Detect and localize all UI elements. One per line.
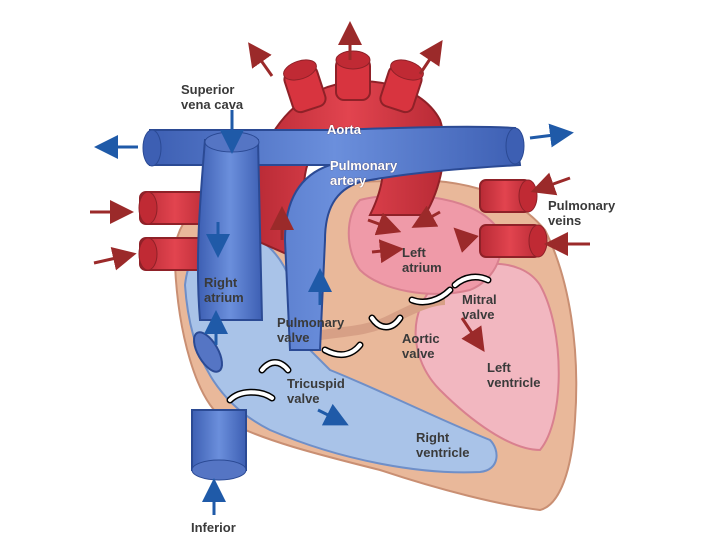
pulmonary-artery-vessel xyxy=(149,125,522,351)
label-right-ventricle: Right ventricle xyxy=(416,430,470,460)
arrows-oxygenated xyxy=(90,21,590,352)
label-mitral-valve: Mitral valve xyxy=(462,292,497,322)
valves xyxy=(226,273,492,404)
label-tricuspid-valve: Tricuspid valve xyxy=(287,376,345,406)
pulmonary-veins-left xyxy=(138,191,211,271)
label-left-ventricle: Left ventricle xyxy=(487,360,541,390)
label-left-atrium: Left atrium xyxy=(402,245,442,275)
label-superior-vena-cava: Superior vena cava xyxy=(181,82,244,112)
label-pulmonary-artery: Pulmonary artery xyxy=(330,158,398,188)
superior-vena-cava-vessel xyxy=(196,139,264,321)
label-right-atrium: Right atrium xyxy=(204,275,244,305)
left-ventricle-chamber xyxy=(414,262,560,452)
label-inferior: Inferior xyxy=(191,520,236,535)
label-pulmonary-veins: Pulmonary veins xyxy=(548,198,616,228)
label-pulmonary-valve: Pulmonary valve xyxy=(277,315,345,345)
arrows-deoxygenated xyxy=(94,110,574,515)
label-aortic-valve: Aortic valve xyxy=(402,331,440,361)
label-aorta: Aorta xyxy=(327,122,361,137)
